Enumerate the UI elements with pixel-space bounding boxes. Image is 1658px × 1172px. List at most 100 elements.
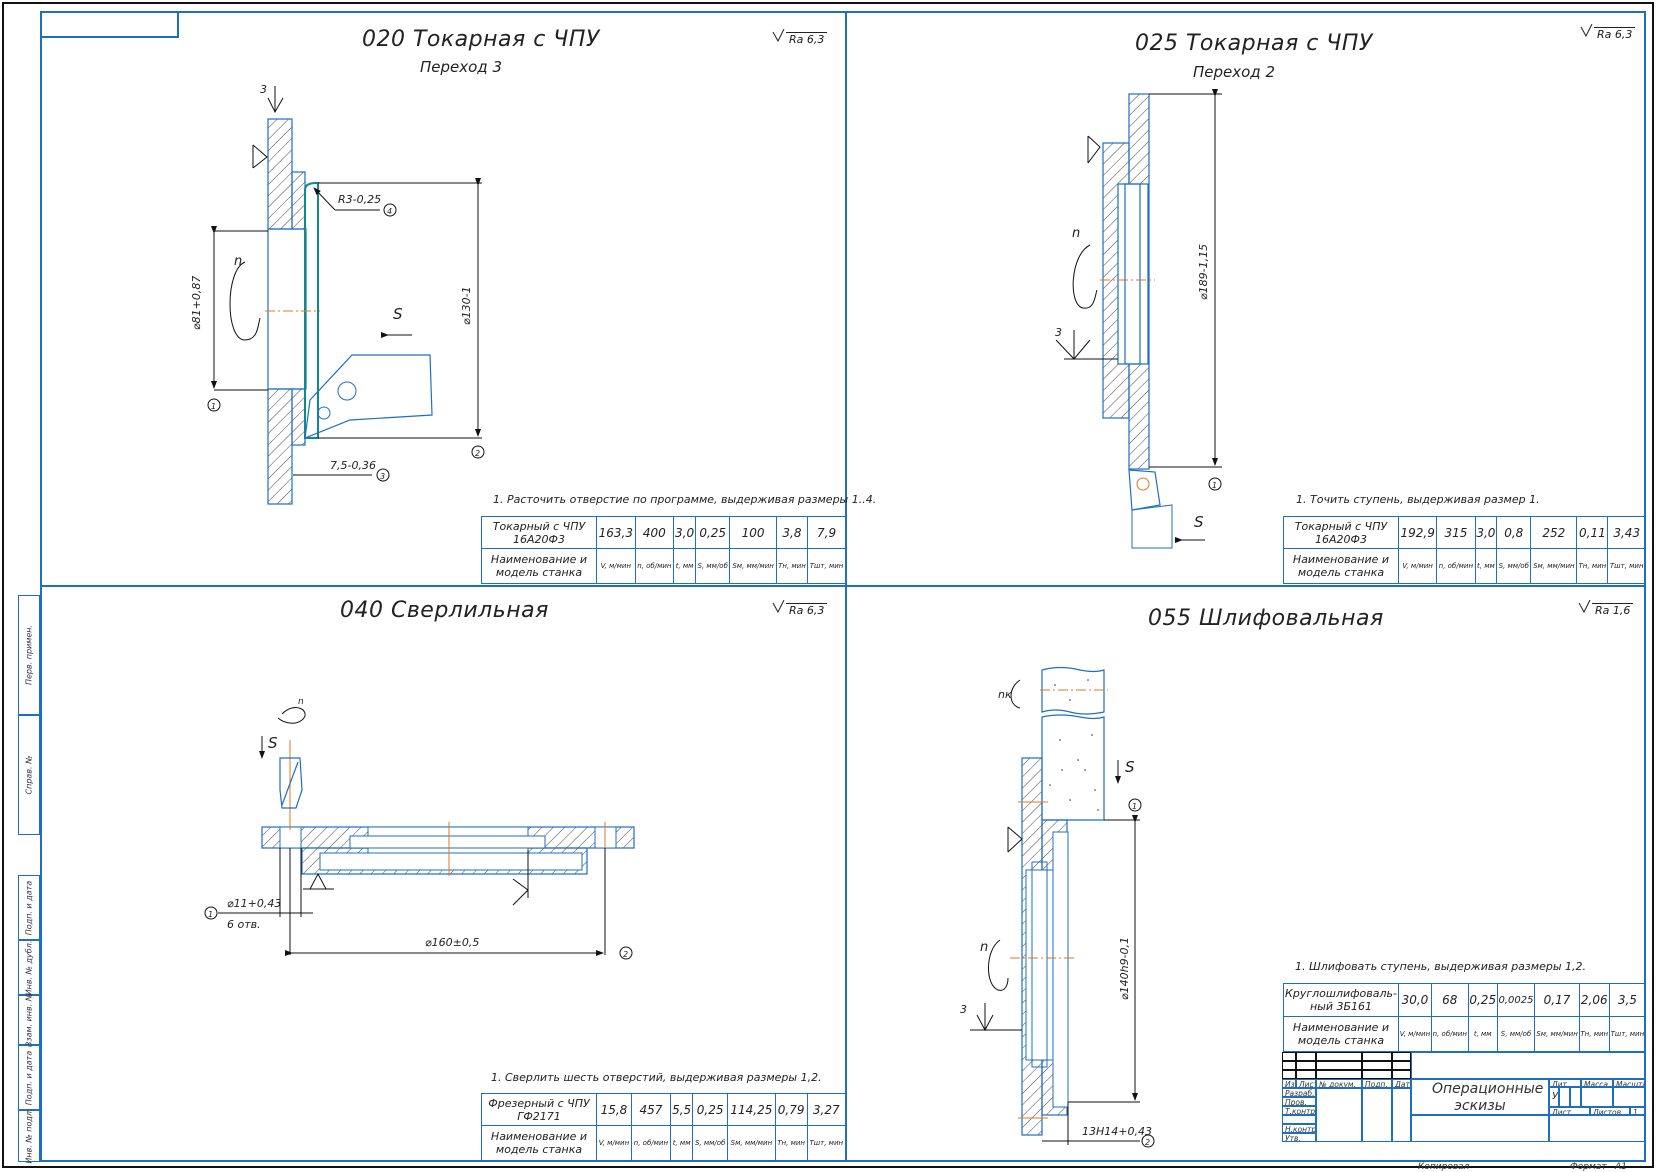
cell-sm: 114,25	[727, 1093, 776, 1126]
op025-mode-table: Токарный с ЧПУ 16А20Ф3 192,9 315 3,0 0,8…	[1283, 516, 1646, 584]
drill-bit-icon	[279, 757, 303, 809]
unit-label: n, об/мин	[1436, 548, 1476, 584]
tb-header: Лист	[1296, 1079, 1316, 1088]
dim-d11-label: ⌀11+0,43	[227, 897, 281, 910]
dim-d189-label: ⌀189-1,15	[1197, 244, 1210, 300]
rotation-arrow-icon	[277, 707, 306, 724]
name-label: Наименование и модель станка	[1283, 548, 1399, 584]
op025-drawing	[1055, 89, 1222, 549]
dim-7-5-label: 7,5-0,36	[330, 459, 376, 472]
side-stamp-cell: Инв. № дубл.	[18, 940, 40, 995]
balloon-4-label: 4	[387, 207, 392, 216]
wheel-rotation-label: nк	[998, 688, 1012, 701]
rotation-label: n	[298, 697, 304, 707]
cell-tsht: 3,5	[1608, 983, 1647, 1017]
unit-label: Тшт, мин	[1608, 1016, 1647, 1052]
tb-scale-value	[1613, 1087, 1646, 1107]
op055-note: 1. Шлифовать ступень, выдерживая размеры…	[1295, 960, 1586, 973]
balloon-1	[204, 906, 218, 920]
op025-title: 025 Токарная с ЧПУ	[1135, 31, 1373, 56]
unit-label: t, мм	[1467, 1016, 1498, 1052]
cell-v: 163,3	[596, 516, 636, 549]
part-inner-groove	[319, 852, 583, 871]
name-label: Наименование и модель станка	[481, 548, 597, 584]
roughness-check-icon	[772, 599, 786, 614]
machine-name: Токарный с ЧПУ 16А20Ф3	[1283, 516, 1399, 549]
balloon-2-label: 2	[1145, 1138, 1150, 1147]
cell-s: 0,25	[692, 1093, 729, 1126]
op020-roughness: Ra 6,3	[772, 28, 828, 46]
op020-title: 020 Токарная с ЧПУ	[362, 27, 600, 52]
roughness-check-icon	[1578, 599, 1592, 614]
format-label: Формат	[1570, 1162, 1607, 1172]
unit-label: Тшт, мин	[807, 548, 846, 584]
wheel-rotation-icon	[1010, 679, 1021, 709]
corner-stamp-box	[40, 11, 179, 38]
part-section-upper	[267, 118, 293, 230]
tb-header: Изм.	[1282, 1079, 1296, 1088]
tb-cell	[1316, 1052, 1362, 1061]
tool-insert	[317, 406, 331, 420]
grinding-wheel-upper	[1041, 666, 1105, 715]
op040-drawing	[204, 707, 635, 960]
unit-label: V, м/мин	[596, 1125, 632, 1161]
op040-title: 040 Сверлильная	[340, 598, 549, 623]
dim-d130-label: ⌀130-1	[460, 286, 473, 325]
unit-label: Sм, мм/мин	[1534, 1016, 1580, 1052]
cell-t: 0,25	[1467, 983, 1498, 1017]
dim-13h14-label: 13H14+0,43	[1082, 1125, 1152, 1138]
balloon-1	[207, 398, 221, 412]
unit-label: S, мм/об	[1496, 548, 1532, 584]
unit-label: n, об/мин	[634, 548, 675, 584]
unit-label: Тшт, мин	[806, 1125, 847, 1161]
tb-document-title: Операционные эскизы	[1411, 1079, 1549, 1115]
cell-n: 457	[630, 1093, 671, 1126]
op040-note: 1. Сверлить шесть отверстий, выдерживая …	[491, 1071, 822, 1084]
tb-cell	[1316, 1088, 1362, 1142]
unit-label: V, м/мин	[596, 548, 636, 584]
unit-label: V, м/мин	[1397, 548, 1438, 584]
unit-label: Тн, мин	[1576, 548, 1609, 584]
leader-r3	[313, 187, 336, 211]
tb-role: Пров.	[1282, 1097, 1316, 1106]
balloon-2-label: 2	[623, 950, 628, 959]
divider-horizontal	[40, 585, 1646, 587]
wheel-grain-dots	[1049, 679, 1099, 811]
tool-screw	[337, 381, 357, 401]
tb-cell	[1362, 1052, 1392, 1061]
tb-scale-label: Масштаб	[1613, 1079, 1646, 1087]
cell-sm: 0,17	[1534, 983, 1580, 1017]
hole-left	[279, 826, 302, 849]
op055-drawing	[970, 666, 1155, 1148]
tb-cell	[1296, 1052, 1316, 1061]
tb-header: № докум.	[1316, 1079, 1362, 1088]
balloon-3-label: 3	[380, 472, 385, 481]
unit-label: Sм, мм/мин	[727, 1125, 776, 1161]
part-bore	[267, 228, 307, 390]
op055-roughness: Ra 1,6	[1578, 599, 1634, 617]
cell-tsht: 3,43	[1607, 516, 1646, 549]
tb-mass-value	[1581, 1087, 1613, 1107]
machine-name: Круглошлифоваль-ный 3Б161	[1283, 983, 1399, 1017]
part-groove	[1117, 183, 1149, 365]
tb-cell	[1392, 1061, 1411, 1070]
tb-cell	[1559, 1087, 1570, 1107]
part-inner-ring	[1031, 861, 1048, 1068]
unit-label: S, мм/об	[695, 548, 731, 584]
dim-d81-label: ⌀81+0,87	[190, 276, 203, 330]
tb-cell	[1570, 1087, 1581, 1107]
name-label: Наименование и модель станка	[481, 1125, 597, 1161]
balloon-1-label: 1	[1212, 481, 1217, 490]
part-bore	[1052, 831, 1069, 1108]
tb-cell	[1392, 1088, 1411, 1142]
tb-cell	[1362, 1070, 1392, 1079]
balloon-2-label: 2	[475, 449, 480, 458]
op020-mode-table: Токарный с ЧПУ 16А20Ф3 163,3 400 3,0 0,2…	[481, 516, 846, 584]
surface-mark-icon	[1055, 339, 1091, 360]
op055-mode-table: Круглошлифоваль-ный 3Б161 30,0 68 0,25 0…	[1283, 983, 1647, 1052]
grinding-wheel-lower	[1041, 714, 1105, 821]
side-stamp-cell: Справ. №	[18, 715, 40, 835]
tb-cell	[1362, 1088, 1392, 1142]
unit-label: Sм, мм/мин	[1530, 548, 1578, 584]
